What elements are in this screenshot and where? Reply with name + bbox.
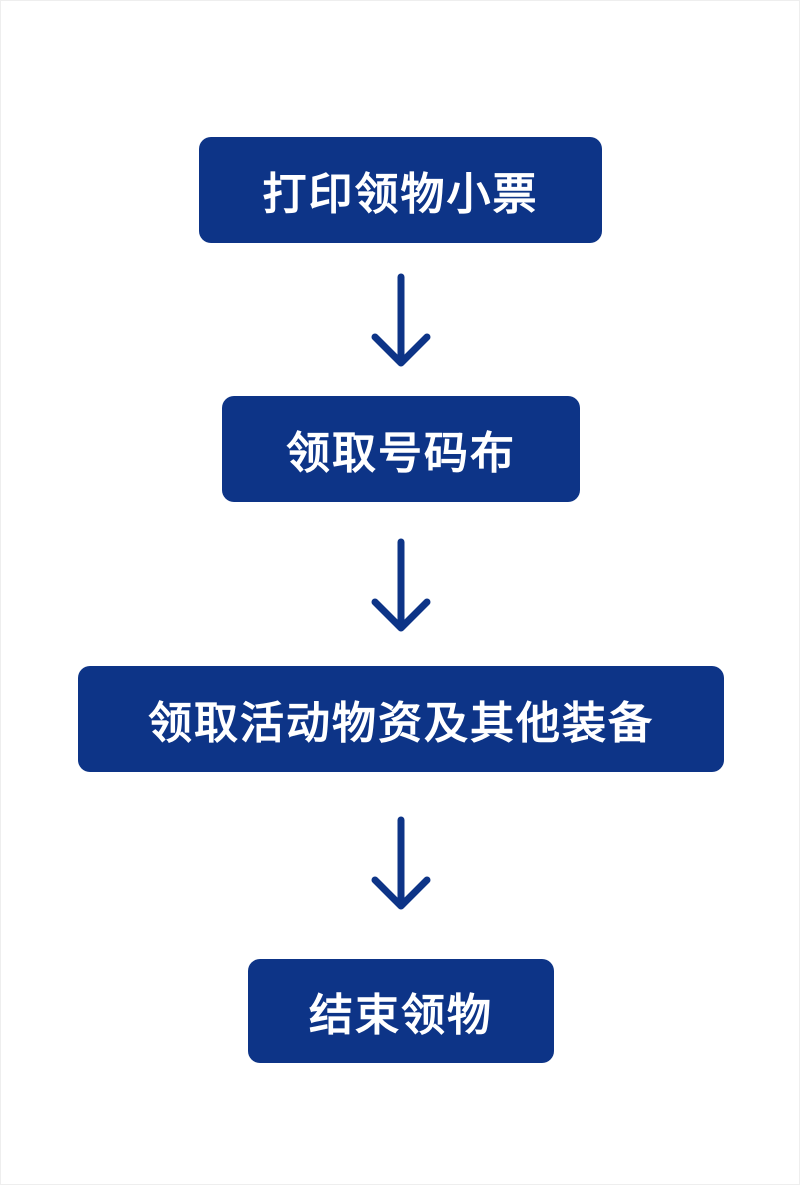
step-collect-bib-box: 领取号码布 <box>222 396 580 502</box>
step-label: 打印领物小票 <box>262 169 539 220</box>
step-label: 结束领物 <box>309 990 493 1041</box>
step-finish-box: 结束领物 <box>248 959 554 1063</box>
step-label: 领取号码布 <box>286 428 516 479</box>
step-collect-supplies-box: 领取活动物资及其他装备 <box>78 666 724 772</box>
down-arrow-icon <box>371 538 431 632</box>
step-label: 领取活动物资及其他装备 <box>148 698 654 749</box>
down-arrow-icon <box>371 816 431 910</box>
step-print-receipt-box: 打印领物小票 <box>199 137 602 243</box>
down-arrow-icon <box>371 273 431 367</box>
